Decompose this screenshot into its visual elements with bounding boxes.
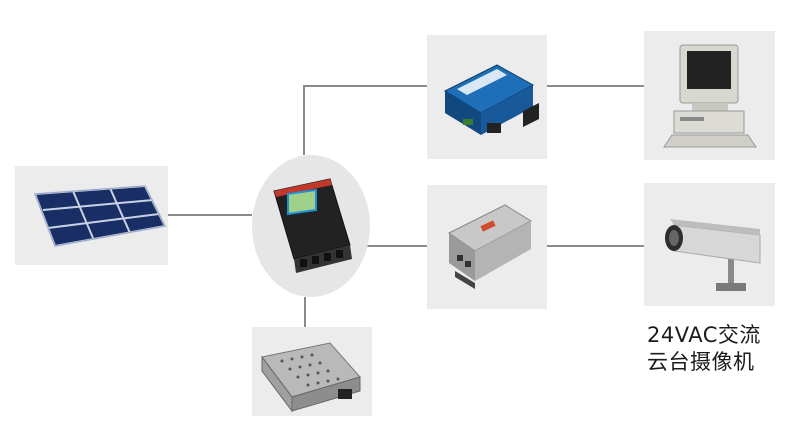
camera-label-line-1: 24VAC交流	[647, 323, 761, 347]
network-device-icon	[443, 64, 539, 135]
camera-card	[644, 183, 775, 306]
connector-controller-battery	[304, 297, 306, 327]
camera-label: 24VAC交流 云台摄像机	[647, 322, 761, 376]
power-supply-card	[427, 185, 547, 309]
camera-label-line-2: 云台摄像机	[647, 350, 755, 374]
connector-controller-power	[352, 245, 427, 247]
power-supply-icon	[448, 204, 533, 289]
connector-panel-controller	[168, 214, 252, 216]
solar-panel-icon	[33, 184, 167, 248]
charge-controller-icon	[273, 178, 352, 273]
connector-power-camera	[547, 245, 644, 247]
desktop-computer-icon	[663, 44, 757, 148]
serial-server-card	[427, 35, 547, 159]
solar-controller-card	[252, 155, 370, 297]
cctv-camera-icon	[665, 219, 761, 291]
solar-panel-card	[15, 166, 168, 265]
connector-serial-computer	[547, 85, 644, 87]
computer-card	[644, 31, 775, 160]
battery-box-icon	[261, 342, 361, 413]
connector-to-serial	[303, 85, 427, 87]
connector-controller-up	[303, 85, 305, 155]
battery-card	[252, 327, 372, 416]
